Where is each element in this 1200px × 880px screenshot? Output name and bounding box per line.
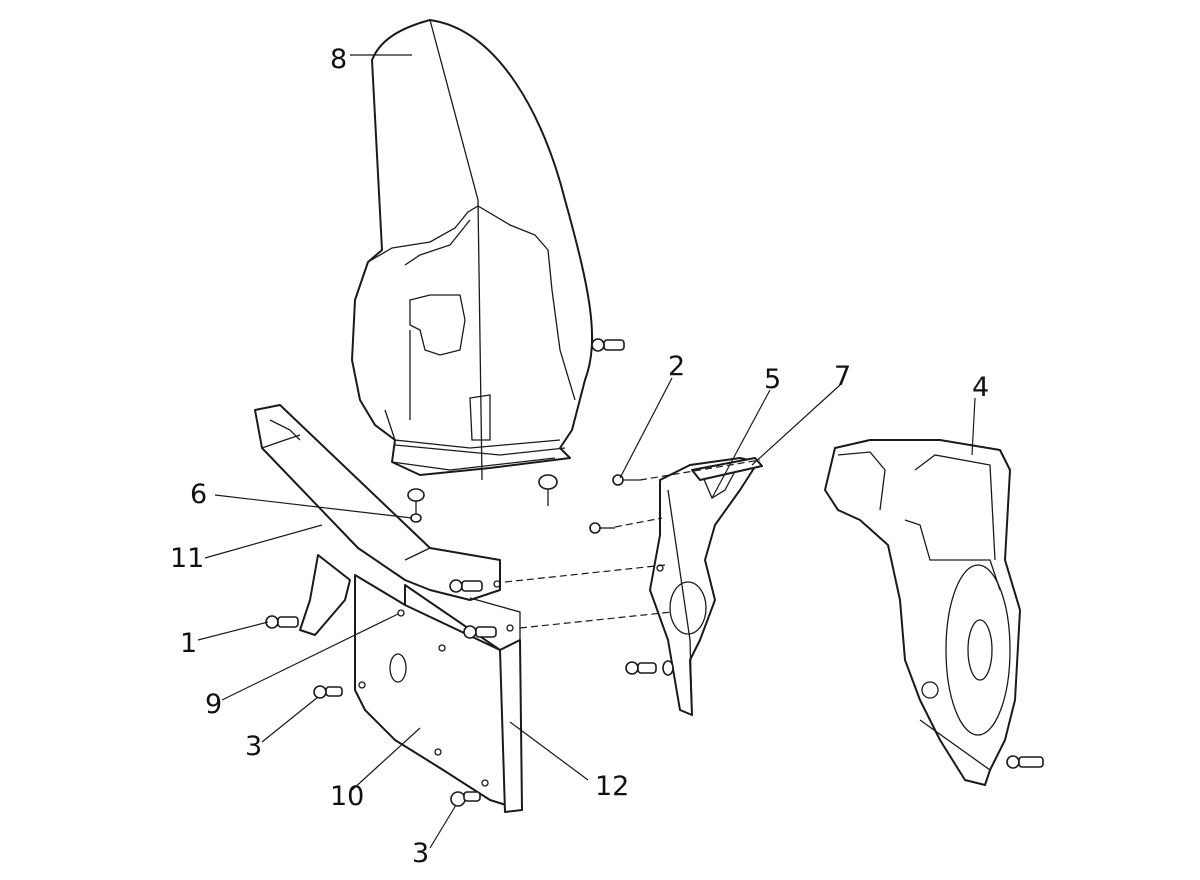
bolt-8-bottom [538, 474, 558, 506]
callout-4: 4 [972, 372, 989, 403]
part-10-panel [354, 574, 523, 811]
leader-12 [509, 721, 589, 781]
callout-11: 11 [170, 543, 204, 574]
bolt-2 [612, 474, 640, 486]
callout-3a: 3 [245, 731, 262, 762]
callout-12: 12 [595, 771, 629, 802]
leader-3a [261, 696, 319, 743]
assembly-line-lower-a [504, 564, 666, 583]
callout-7: 7 [834, 361, 851, 392]
part-12-panel-edge [404, 580, 523, 813]
leader-7 [751, 384, 841, 466]
callout-9: 9 [205, 689, 222, 720]
part-4-side-cover [824, 439, 1021, 786]
callout-1: 1 [180, 628, 197, 659]
callout-10: 10 [330, 781, 364, 812]
bolt-8-right [591, 338, 625, 352]
bolt-center-low [625, 660, 674, 676]
leader-1 [197, 621, 269, 641]
leader-3b [429, 804, 457, 849]
leader-6 [214, 494, 413, 519]
bolt-mid-upper [449, 579, 483, 593]
bolt-3-bottom [450, 791, 481, 807]
leader-11 [204, 524, 323, 559]
assembly-line-mid [614, 517, 663, 528]
bolt-3-left [313, 685, 343, 699]
bolt-6-left [407, 488, 425, 523]
part-1-bracket [299, 554, 351, 636]
part-8-windshield [351, 19, 593, 481]
callout-2: 2 [668, 351, 685, 382]
assembly-line-upper [639, 459, 761, 481]
part-5-center-bracket [649, 457, 759, 716]
callout-5: 5 [764, 364, 781, 395]
callout-8: 8 [330, 44, 347, 75]
callout-6: 6 [190, 479, 207, 510]
bolt-1 [265, 615, 299, 629]
bolt-4 [1006, 755, 1044, 769]
assembly-line-lower-b [519, 611, 673, 629]
leader-9 [221, 613, 399, 701]
leader-10 [351, 727, 421, 791]
part-11-bracket-arm [254, 404, 501, 601]
leader-5 [711, 389, 771, 499]
bolt-center-mid [589, 522, 615, 534]
callout-3b: 3 [412, 838, 429, 869]
leader-4 [971, 397, 976, 456]
bolt-mid-lower [463, 625, 497, 639]
leader-2 [619, 377, 673, 479]
